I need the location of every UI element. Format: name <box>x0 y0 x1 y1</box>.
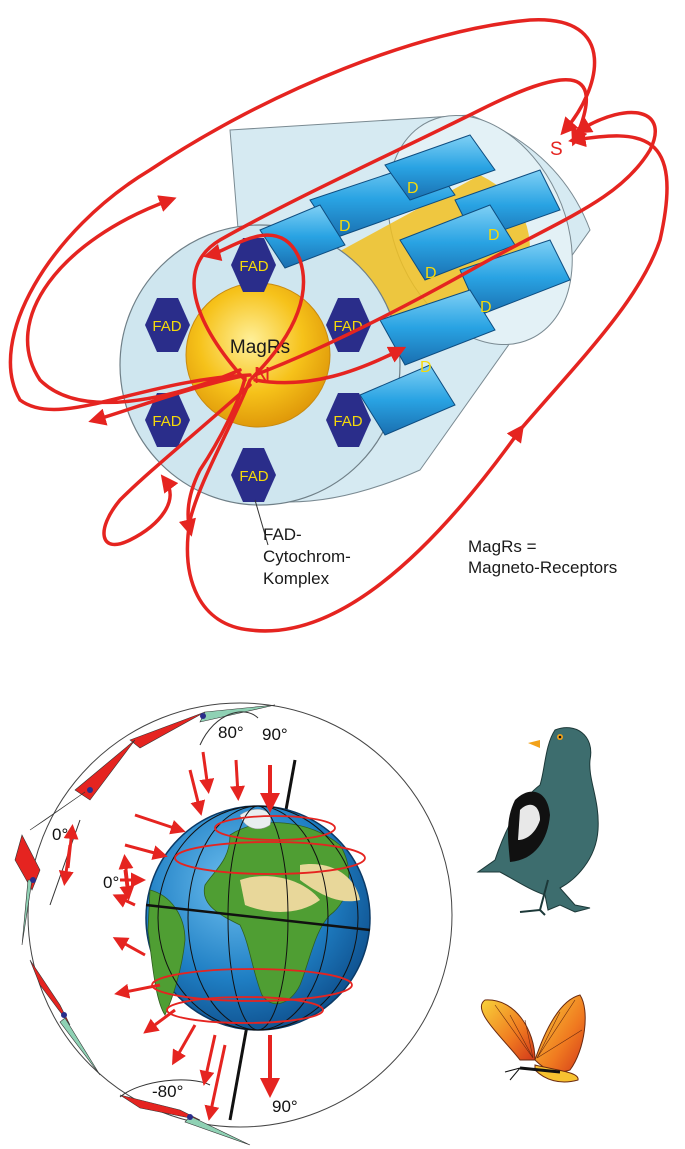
butterfly-icon <box>480 994 586 1083</box>
fad-label: FAD <box>239 258 268 275</box>
fad-hexagons: FAD FAD FAD FAD FAD FAD <box>145 238 371 502</box>
field-line <box>253 110 657 377</box>
complex-label-line: Cytochrom- <box>263 547 351 566</box>
fad-hexagon: FAD <box>231 238 276 292</box>
angle-label: 90° <box>272 1097 298 1116</box>
fad-hexagon: FAD <box>326 393 371 447</box>
field-line <box>25 195 242 405</box>
fad-hexagon: FAD <box>145 298 190 352</box>
field-line <box>102 383 252 547</box>
complex-label: FAD- Cytochrom- Komplex <box>263 525 351 588</box>
field-line <box>253 346 407 385</box>
field-orbit-circle <box>27 702 453 1128</box>
compass-needle <box>119 1094 251 1146</box>
compass-needle <box>29 959 101 1076</box>
fad-hexagon: FAD <box>145 393 190 447</box>
field-lines <box>8 18 669 633</box>
field-line <box>203 233 306 380</box>
partial-label: D <box>339 218 351 235</box>
partial-label: D <box>425 265 437 282</box>
partial-label: D <box>420 359 432 376</box>
field-line <box>518 129 669 432</box>
fad-label: FAD <box>239 468 268 485</box>
rods <box>259 134 571 436</box>
fad-label: FAD <box>152 318 181 335</box>
land-greenland <box>239 809 272 830</box>
core-label: MagRs <box>230 337 290 358</box>
field-line <box>178 376 247 537</box>
angle-label: 0° <box>52 825 68 844</box>
latitude-rings <box>151 815 366 1024</box>
compass-needle <box>129 704 276 749</box>
field-arrows <box>58 751 280 1121</box>
partial-label: D <box>488 227 500 244</box>
land-arabia <box>300 864 360 902</box>
fad-label: FAD <box>152 413 181 430</box>
globe <box>145 805 371 1031</box>
partial-label: D <box>407 180 419 197</box>
partial-label: D <box>480 299 492 316</box>
compass-needles <box>14 704 276 1146</box>
meridians <box>157 805 359 1031</box>
legend-line: Magneto-Receptors <box>468 558 617 577</box>
compass-needle <box>14 834 41 946</box>
complex-leader-line <box>254 499 269 546</box>
compass-needle <box>29 739 136 831</box>
fad-label: FAD <box>333 413 362 430</box>
field-line <box>88 374 244 426</box>
equator <box>145 903 371 932</box>
fad-hexagon: FAD <box>231 448 276 502</box>
angle-arc-north <box>199 711 259 746</box>
partial-hex-labels: D D D D D D <box>339 180 500 376</box>
receptor-cylinder-diagram: D D D D D D MagRs N FAD FAD FAD <box>8 18 669 633</box>
angle-label: 90° <box>262 725 288 744</box>
earth-field-diagram: 80° 90° 0° 0° -80° 90° <box>14 702 453 1146</box>
angle-label: 80° <box>218 723 244 742</box>
pigeon-icon <box>476 727 599 916</box>
angle-label: -80° <box>152 1082 183 1101</box>
field-line <box>8 18 597 412</box>
angle-labels: 80° 90° 0° 0° -80° 90° <box>52 723 298 1116</box>
legend-line: MagRs = <box>468 537 537 556</box>
field-line <box>185 378 525 633</box>
complex-label-line: Komplex <box>263 569 330 588</box>
complex-label-line: FAD- <box>263 525 302 544</box>
land-sahara <box>240 876 320 912</box>
legend: MagRs = Magneto-Receptors <box>468 537 617 577</box>
angle-label: 0° <box>103 873 119 892</box>
pole-south-label: S <box>550 139 563 160</box>
field-line <box>192 78 588 382</box>
